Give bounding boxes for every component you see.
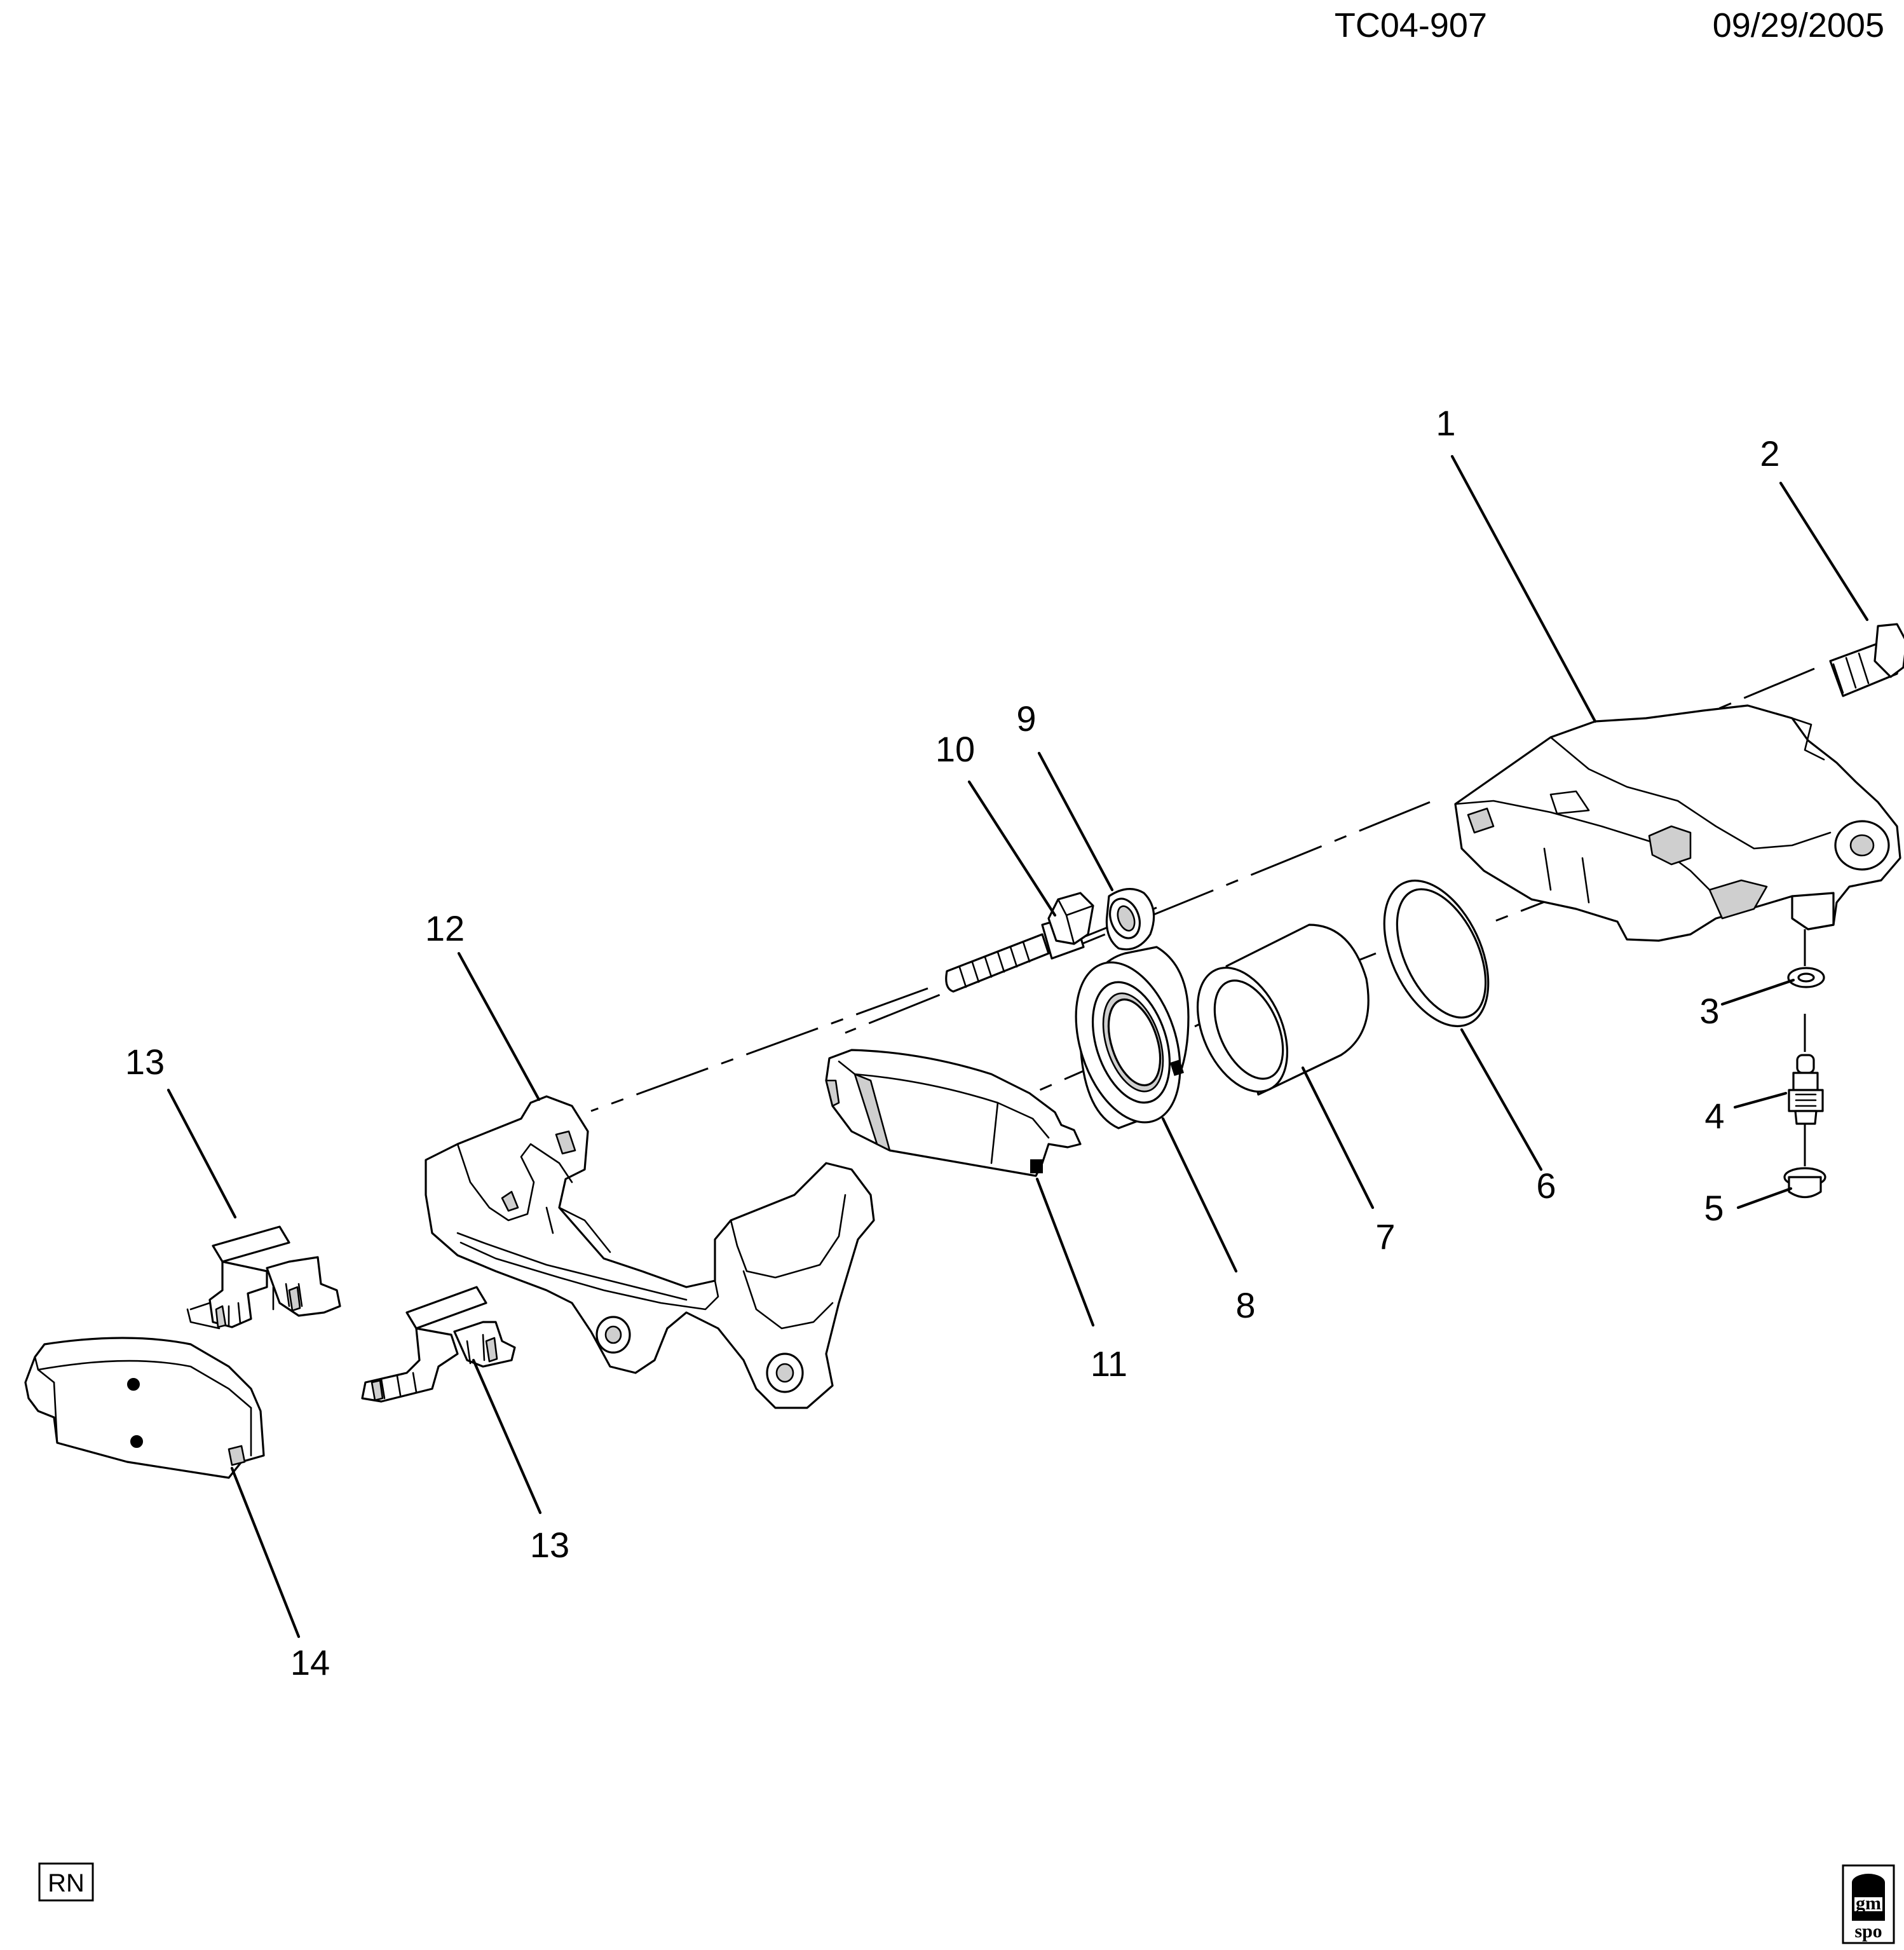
figure-id: TC04-907	[1335, 6, 1487, 44]
callout-6: 6	[1536, 1166, 1556, 1206]
callout-4: 4	[1704, 1096, 1724, 1136]
part-13-upper-clip-set	[186, 1225, 341, 1330]
part-11-inner-brake-pad	[825, 1049, 1082, 1177]
part-3-washer	[1787, 967, 1825, 988]
figure-date: 09/29/2005	[1713, 6, 1884, 44]
gm-spo-logo-icon: gm spo	[1842, 1864, 1895, 1944]
logo-top-text: gm	[1856, 1893, 1881, 1914]
part-8-dust-boot	[1075, 946, 1190, 1129]
callout-3: 3	[1699, 991, 1719, 1031]
part-13-lower-clip-set	[361, 1286, 516, 1403]
part-6-piston-seal	[1383, 879, 1490, 1028]
part-7-piston	[1196, 924, 1370, 1096]
part-5-bleeder-cap	[1783, 1167, 1826, 1199]
callout-labels: 1 2 3 4 5 6 7 8 9 10 11 12 13 13 14	[125, 403, 1780, 1682]
callout-9: 9	[1016, 699, 1036, 739]
badge-text: RN	[48, 1869, 85, 1897]
logo-bottom-text: spo	[1854, 1921, 1882, 1942]
callout-12: 12	[425, 908, 465, 948]
callout-13-upper: 13	[125, 1042, 165, 1082]
part-9-slide-pin-boot	[1105, 888, 1155, 951]
part-2-caliper-bolt	[1829, 623, 1904, 697]
callout-14: 14	[290, 1642, 330, 1682]
part-14-outer-brake-pad	[24, 1337, 265, 1479]
callout-13-lower: 13	[530, 1525, 569, 1565]
callout-11: 11	[1091, 1344, 1127, 1384]
rn-badge: RN	[38, 1862, 94, 1902]
callout-8: 8	[1235, 1285, 1255, 1325]
callout-7: 7	[1375, 1217, 1395, 1257]
part-12-caliper-bracket	[425, 1095, 875, 1409]
part-10-slide-pin-bolt	[945, 892, 1094, 993]
part-1-caliper-housing	[1454, 704, 1901, 942]
callout-1: 1	[1436, 403, 1455, 443]
part-4-bleeder-valve	[1788, 1054, 1824, 1125]
callout-2: 2	[1760, 433, 1779, 474]
leader-lines	[167, 454, 1869, 1639]
callout-10: 10	[935, 729, 975, 769]
callout-5: 5	[1704, 1188, 1724, 1228]
